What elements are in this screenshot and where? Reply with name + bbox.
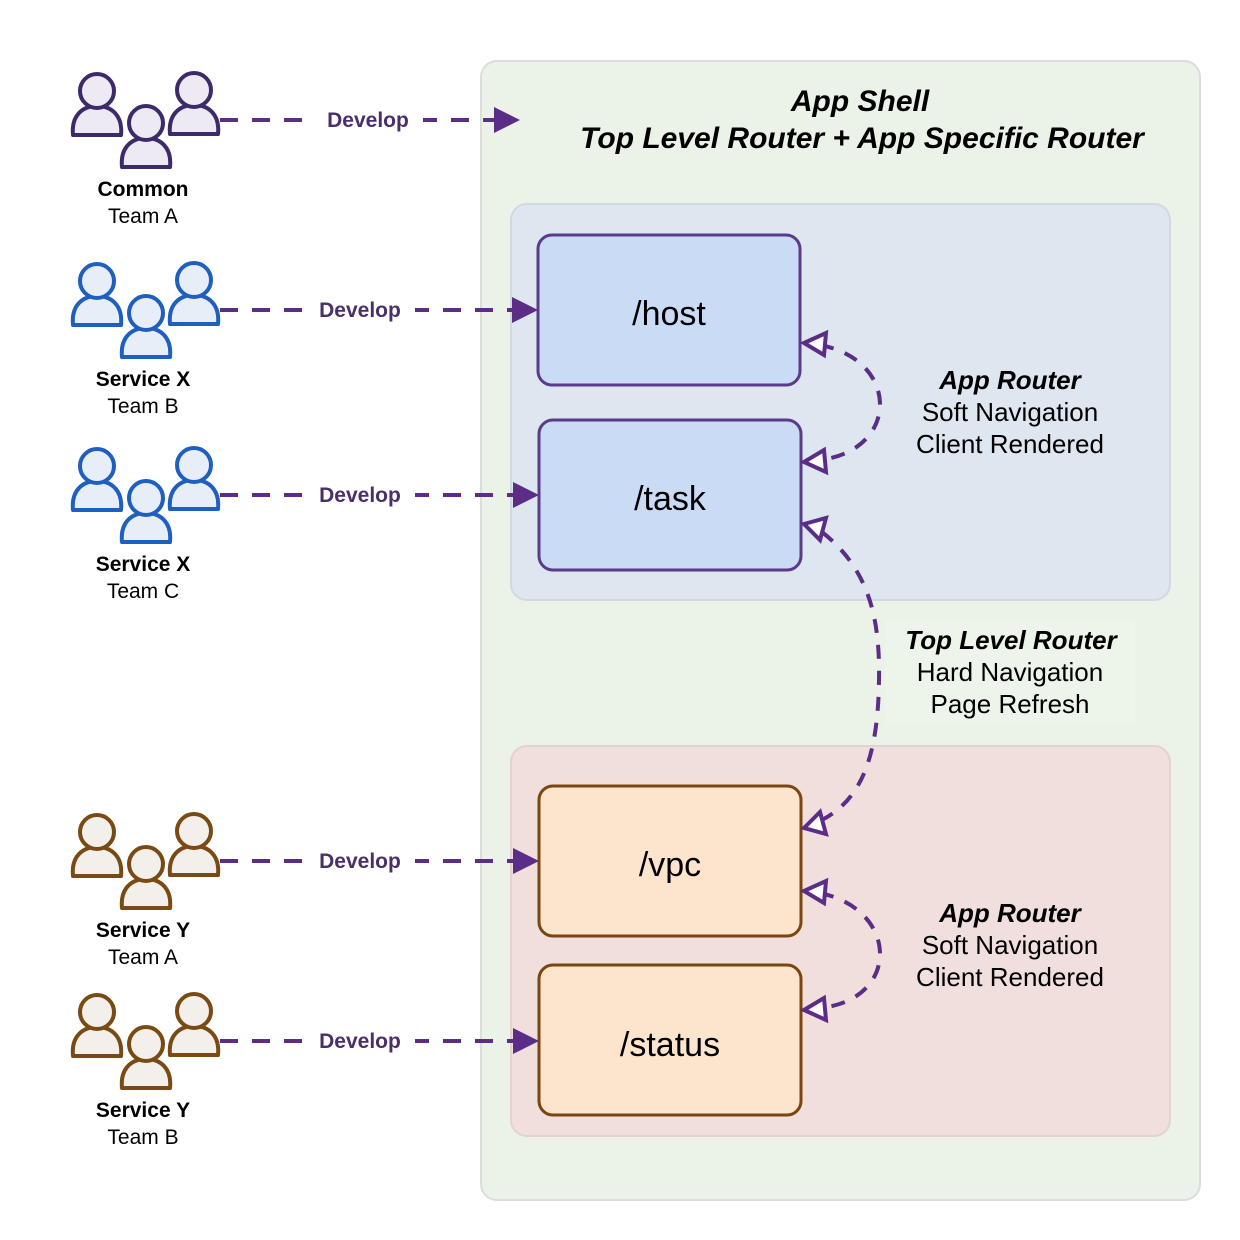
people-group-icon	[70, 446, 221, 544]
team-service-name: Service X	[96, 553, 191, 576]
person-icon	[119, 294, 173, 359]
app-router-line2: Client Rendered	[916, 429, 1104, 459]
arrowhead-icon	[513, 1028, 539, 1054]
app-shell-title: App Shell	[790, 85, 930, 118]
top-level-router-line1: Hard Navigation	[917, 657, 1103, 687]
route-vpc[interactable]: /vpc	[537, 784, 803, 938]
team-2: Service X Team B Develop	[70, 261, 538, 418]
person-icon	[70, 447, 124, 512]
team-name: Team A	[108, 205, 178, 228]
person-icon	[70, 72, 124, 137]
open-arrow-icon	[800, 808, 829, 837]
develop-edge-label: Develop	[319, 850, 401, 873]
team-service-name: Common	[98, 178, 189, 201]
route-task[interactable]: /task	[537, 418, 803, 572]
route-vpc-label: /vpc	[639, 846, 701, 884]
open-arrow-icon	[799, 446, 829, 476]
app-router-line1: Soft Navigation	[922, 397, 1098, 427]
top-level-router-title: Top Level Router	[905, 625, 1118, 655]
person-icon	[119, 104, 173, 169]
develop-edge-label: Develop	[327, 109, 409, 132]
service-y-group: /vpc /status App Router Soft Navigation …	[510, 745, 1171, 1137]
top-level-router-label: Top Level Router Hard Navigation Page Re…	[885, 620, 1135, 725]
person-icon	[70, 813, 124, 878]
navigation-edges	[799, 329, 882, 1024]
arrowhead-icon	[513, 848, 539, 874]
open-arrow-icon	[800, 515, 829, 544]
soft-nav-edge-vpc-status	[819, 891, 882, 1010]
team-name: Team A	[108, 946, 178, 969]
people-group-icon	[70, 71, 221, 169]
develop-edge-label: Develop	[319, 1030, 401, 1053]
person-icon	[70, 993, 124, 1058]
team-name: Team B	[107, 1126, 178, 1149]
develop-edge: Develop	[220, 848, 539, 874]
team-5: Service Y Team B Develop	[70, 992, 539, 1149]
arrowhead-icon	[512, 297, 538, 323]
arrowhead-icon	[513, 482, 539, 508]
app-router-line2: Client Rendered	[916, 962, 1104, 992]
team-service-name: Service Y	[96, 919, 190, 942]
develop-edge-label: Develop	[319, 484, 401, 507]
team-name: Team B	[107, 395, 178, 418]
team-4: Service Y Team A Develop	[70, 812, 539, 969]
arrowhead-icon	[494, 107, 520, 133]
person-icon	[167, 812, 221, 877]
person-icon	[167, 71, 221, 136]
person-icon	[119, 845, 173, 910]
app-router-line1: Soft Navigation	[922, 930, 1098, 960]
top-level-router-label-bg	[885, 620, 1135, 725]
app-shell-subtitle: Top Level Router + App Specific Router	[580, 122, 1146, 155]
route-host[interactable]: /host	[536, 233, 802, 387]
route-task-label: /task	[634, 480, 707, 518]
route-status-label: /status	[620, 1026, 720, 1064]
develop-edge: Develop	[220, 107, 520, 133]
people-group-icon	[70, 261, 221, 359]
open-arrow-icon	[799, 994, 829, 1024]
develop-edge: Develop	[220, 1028, 539, 1054]
service-y-app-router-label: App Router Soft Navigation Client Render…	[916, 898, 1104, 992]
develop-edge-label: Develop	[319, 299, 401, 322]
app-router-title: App Router	[938, 898, 1082, 928]
develop-edge: Develop	[220, 297, 538, 323]
open-arrow-icon	[799, 329, 829, 359]
service-x-group: /host /task App Router Soft Navigation C…	[510, 203, 1171, 601]
route-status-box[interactable]	[537, 963, 803, 1117]
route-host-label: /host	[632, 295, 706, 333]
person-icon	[167, 992, 221, 1057]
team-service-name: Service X	[96, 368, 191, 391]
person-icon	[70, 262, 124, 327]
people-group-icon	[70, 812, 221, 910]
top-level-router-line2: Page Refresh	[931, 689, 1090, 719]
service-x-app-router-label: App Router Soft Navigation Client Render…	[916, 365, 1104, 459]
person-icon	[119, 1025, 173, 1090]
open-arrow-icon	[799, 877, 829, 907]
person-icon	[167, 446, 221, 511]
person-icon	[167, 261, 221, 326]
soft-nav-edge-host-task	[819, 343, 882, 462]
team-service-name: Service Y	[96, 1099, 190, 1122]
app-router-title: App Router	[938, 365, 1082, 395]
people-group-icon	[70, 992, 221, 1090]
develop-edge: Develop	[220, 482, 539, 508]
team-3: Service X Team C Develop	[70, 446, 539, 603]
route-status[interactable]: /status	[537, 963, 803, 1117]
team-name: Team C	[107, 580, 179, 603]
hard-nav-edge-task-vpc	[820, 530, 882, 822]
person-icon	[119, 479, 173, 544]
